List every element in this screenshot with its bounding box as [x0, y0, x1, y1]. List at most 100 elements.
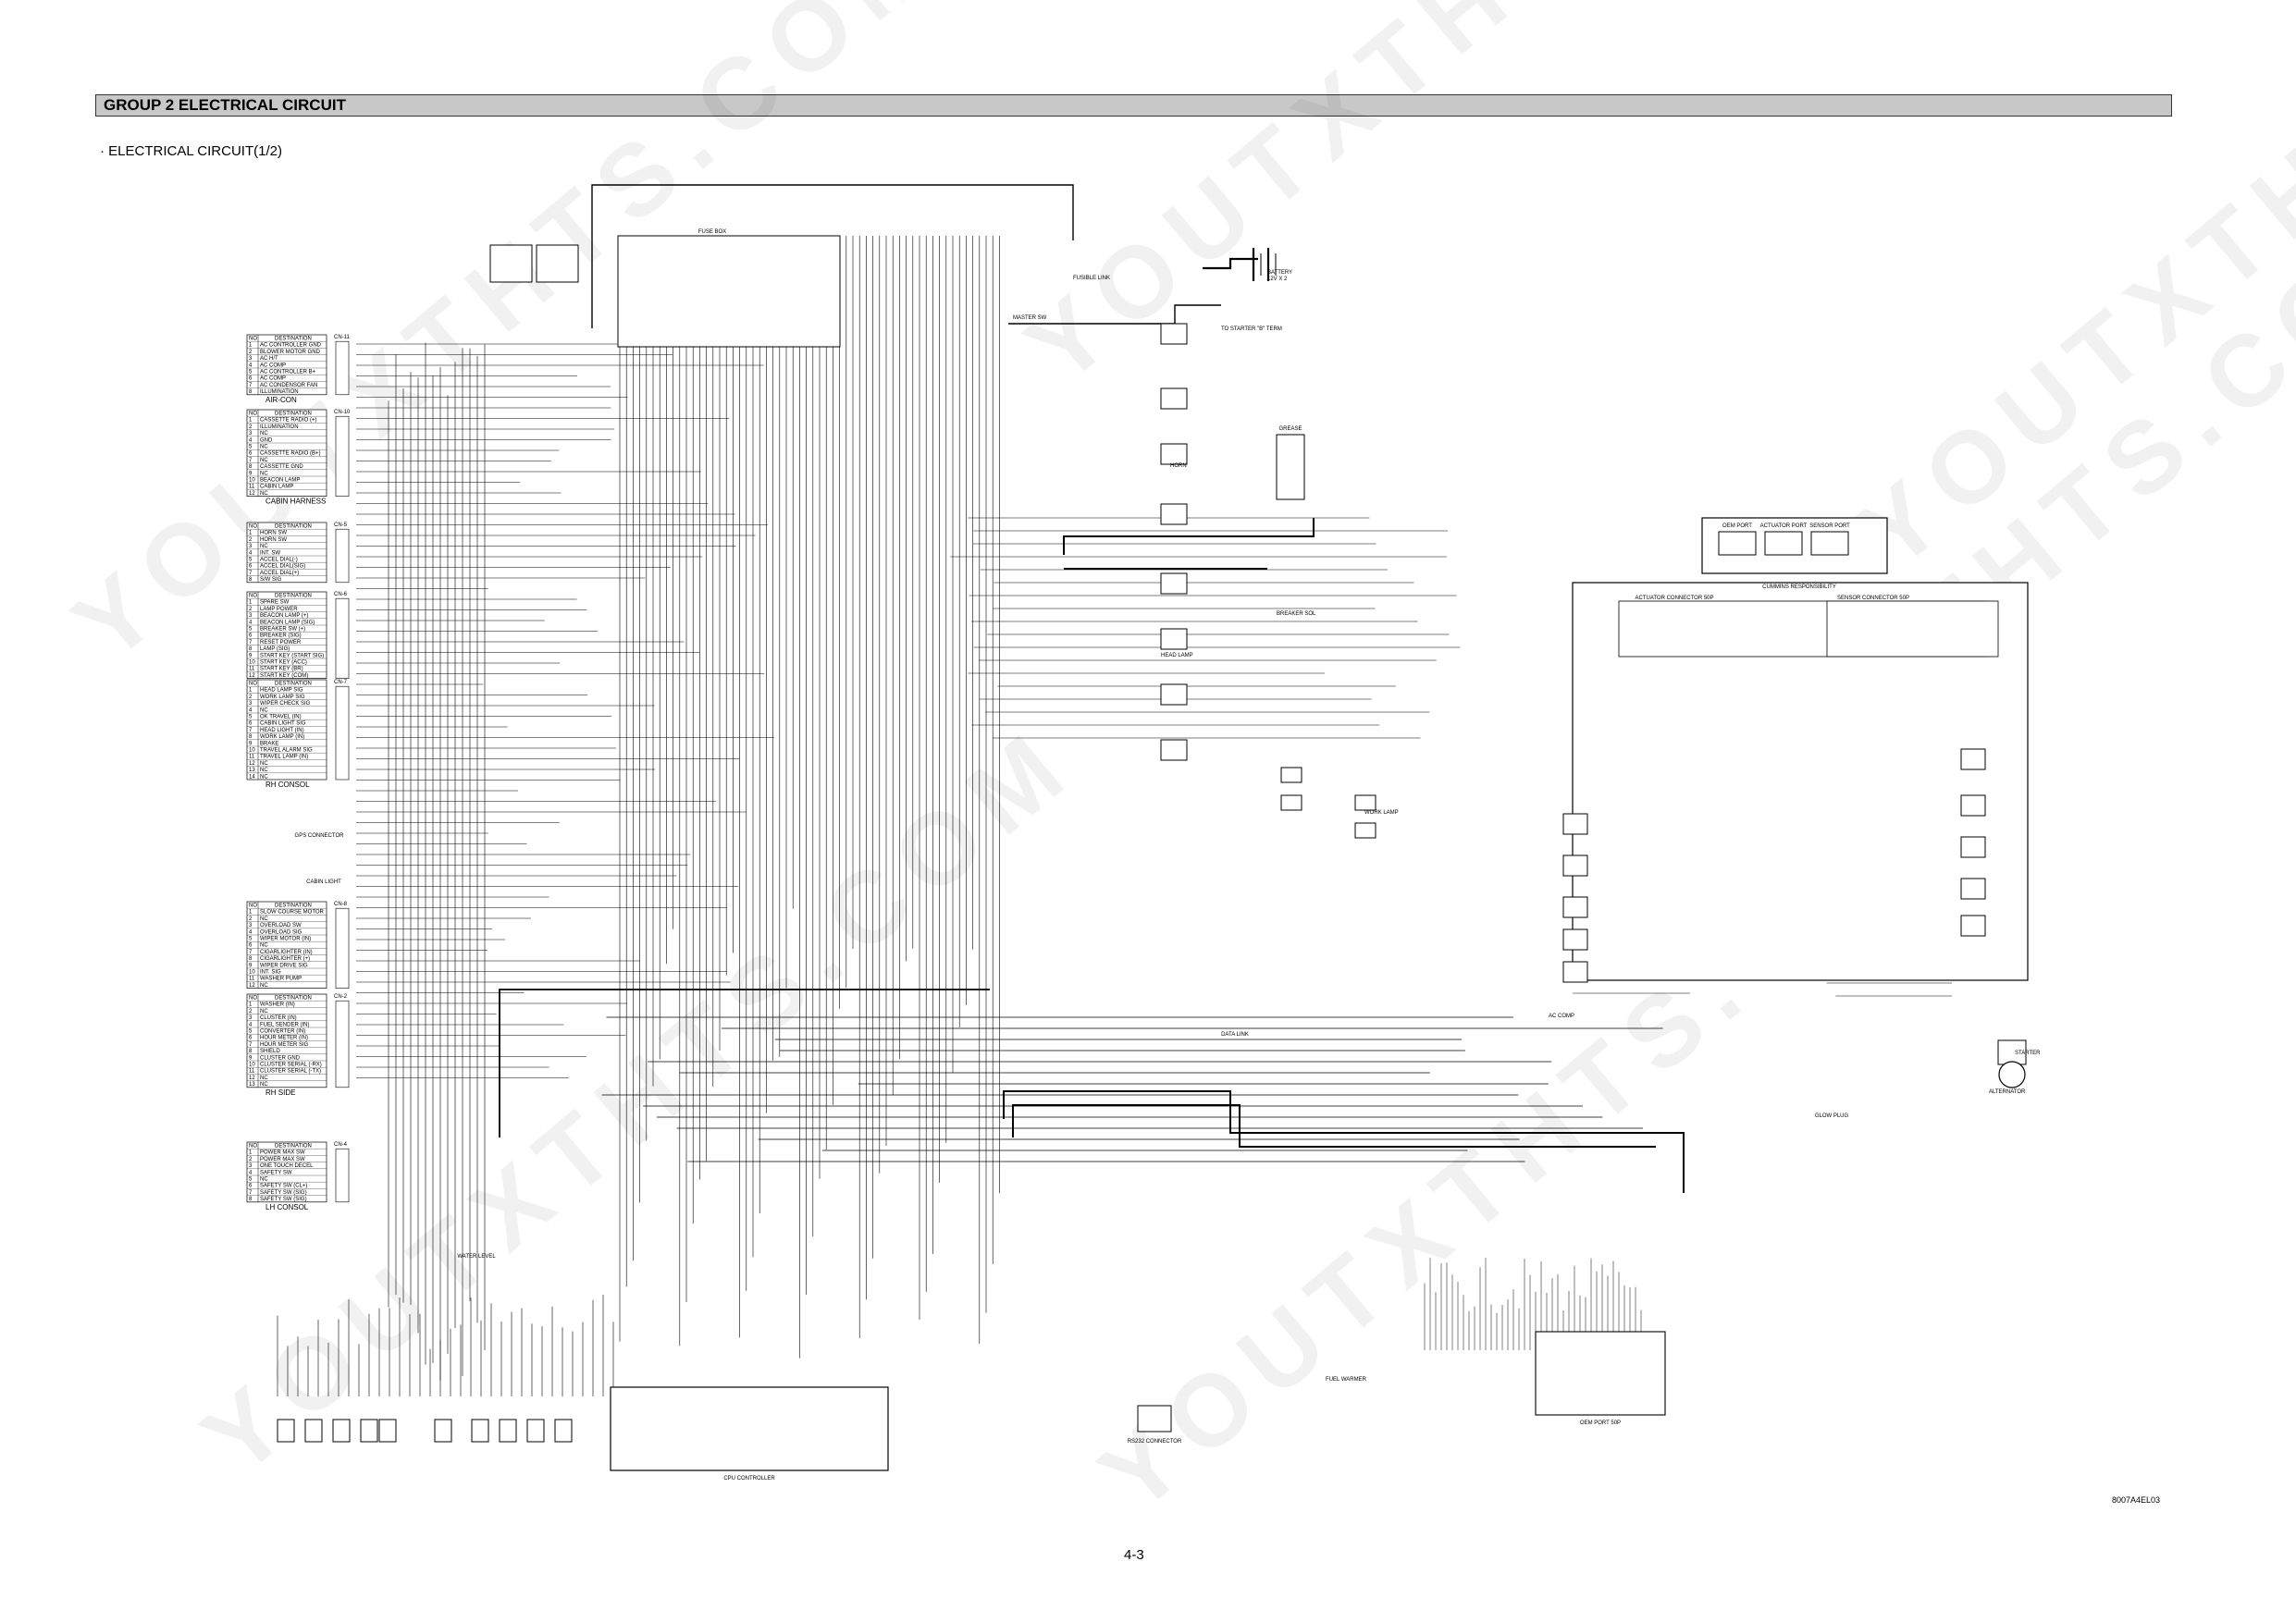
table-cell-destination: NC	[260, 761, 268, 767]
table-cell-destination: NC	[260, 1082, 268, 1088]
table-cell-no: 10	[249, 1063, 255, 1068]
table-cell-destination: CLUSTER SERIAL (-TX)	[260, 1069, 321, 1075]
table-cell-no: 11	[249, 977, 255, 982]
wire	[591, 184, 1074, 328]
table-frame	[246, 1141, 327, 1203]
table-cell-destination: POWER MAX SW	[260, 1157, 305, 1162]
table-cell-destination: HOUR METER SIG	[260, 1042, 309, 1048]
table-cell-no: 5	[249, 937, 253, 942]
table-cell-no: 12	[249, 673, 255, 679]
label-cabin-light: CABIN LIGHT	[306, 879, 341, 885]
label-starter: STARTER	[2015, 1051, 2041, 1056]
table-header-dest: DESTINATION	[275, 524, 312, 530]
group-title: GROUP 2 ELECTRICAL CIRCUIT	[104, 96, 346, 114]
table-header-dest: DESTINATION	[275, 594, 312, 599]
table-cell-destination: BEACON LAMP (SIG)	[260, 620, 315, 625]
table-cell-destination: NC	[260, 707, 268, 713]
table-cell-destination: NC	[260, 768, 268, 773]
table-cell-no: 3	[249, 431, 253, 436]
table-cell-no: 1	[249, 600, 253, 606]
table-cell-no: 1	[249, 1002, 253, 1008]
lamp-connector	[1354, 794, 1376, 811]
table-cell-no: 4	[249, 1170, 253, 1175]
table-cell-destination: SLOW COURSE MOTOR	[260, 910, 325, 916]
table-header-dest: DESTINATION	[275, 1144, 312, 1150]
table-cell-no: 1	[249, 418, 253, 424]
table-cell-no: 1	[249, 531, 253, 536]
table-cell-destination: TRAVEL ALARM SIG	[260, 748, 313, 754]
label-head-lamp: HEAD LAMP	[1161, 653, 1193, 658]
table-header-no: NO	[249, 1144, 257, 1150]
table-cell-destination: HEAD LIGHT (IN)	[260, 728, 304, 733]
connector-pin-block	[335, 685, 350, 781]
table-cell-no: 9	[249, 741, 253, 746]
sensor-connector	[499, 1419, 517, 1443]
table-cell-destination: BRAKE	[260, 741, 278, 746]
table-cell-destination: OVERLOAD SW	[260, 923, 302, 928]
table-cell-no: 2	[249, 1157, 253, 1162]
table-cell-destination: ACCEL DIAL(-)	[260, 558, 298, 563]
label-alternator: ALTERNATOR	[1989, 1089, 2026, 1095]
label-oem-port-50p: OEM PORT 50P	[1580, 1420, 1621, 1426]
table-cell-no: 9	[249, 471, 253, 476]
table-cell-no: 4	[249, 363, 253, 368]
table-cell-destination: START KEY (BR)	[260, 667, 303, 672]
table-cell-destination: ILLUMINATION	[260, 424, 299, 430]
table-cell-no: 3	[249, 356, 253, 362]
label-actuator-conn: ACTUATOR CONNECTOR 50P	[1635, 596, 1713, 601]
label-sensor-conn: SENSOR CONNECTOR 50P	[1837, 596, 1909, 601]
key-switch	[489, 244, 533, 283]
wire	[1003, 1090, 1685, 1193]
table-cell-no: 4	[249, 550, 253, 556]
table-cell-no: 7	[249, 571, 253, 576]
table-cell-destination: SHIELD	[260, 1049, 280, 1054]
group-title-bar: GROUP 2 ELECTRICAL CIRCUIT	[95, 94, 2172, 117]
connector-id: CN-8	[334, 902, 348, 907]
table-cell-no: 5	[249, 715, 253, 720]
actuator-port-box	[1764, 531, 1803, 556]
engine-sensor	[1562, 896, 1588, 918]
table-header-no: NO	[249, 412, 257, 417]
table-cell-no: 8	[249, 734, 253, 740]
table-cell-no: 5	[249, 1177, 253, 1183]
table-title: LH CONSOL	[265, 1203, 309, 1211]
table-cell-destination: AC CONTROLLER B+	[260, 370, 316, 375]
table-cell-destination: AC COMP	[260, 376, 286, 382]
label-breaker-sol: BREAKER SOL	[1277, 611, 1316, 617]
rs232-box	[1137, 1405, 1172, 1432]
table-cell-no: 3	[249, 613, 253, 619]
table-cell-no: 6	[249, 376, 253, 382]
connector-id: CN-4	[334, 1142, 348, 1148]
connector-pin-block	[335, 597, 350, 679]
table-cell-no: 6	[249, 451, 253, 457]
engine-sensor	[1562, 813, 1588, 835]
sensor-connector	[304, 1419, 323, 1443]
relay	[1160, 628, 1188, 650]
label-cummins: CUMMINS RESPONSIBILITY	[1762, 584, 1836, 590]
table-cell-destination: NC	[260, 916, 268, 922]
figure-code: 8007A4EL03	[2112, 1495, 2161, 1505]
sensor-connector	[332, 1419, 351, 1443]
engine-sensor	[1562, 855, 1588, 877]
table-cell-no: 3	[249, 544, 253, 549]
watermark-text: YOUTXTHTS.COM	[181, 704, 1096, 1496]
table-cell-destination: HOUR METER (IN)	[260, 1036, 308, 1041]
relay	[1160, 443, 1188, 465]
oem-port-50p-box	[1535, 1331, 1666, 1416]
label-data-link: DATA LINK	[1221, 1032, 1249, 1038]
table-cell-no: 8	[249, 646, 253, 652]
wire	[1063, 518, 1315, 555]
oem-port-box	[1718, 531, 1757, 556]
table-cell-no: 4	[249, 620, 253, 625]
table-cell-destination: RESET POWER	[260, 640, 302, 646]
table-cell-destination: WIPER CHECK SIG	[260, 701, 311, 707]
table-cell-no: 8	[249, 464, 253, 470]
table-cell-no: 3	[249, 1015, 253, 1021]
table-cell-no: 8	[249, 577, 253, 583]
table-cell-destination: SAFETY SW (SIG)	[260, 1197, 307, 1202]
label-battery-spec: 12V X 2	[1267, 277, 1288, 282]
table-cell-destination: GND	[260, 437, 273, 443]
